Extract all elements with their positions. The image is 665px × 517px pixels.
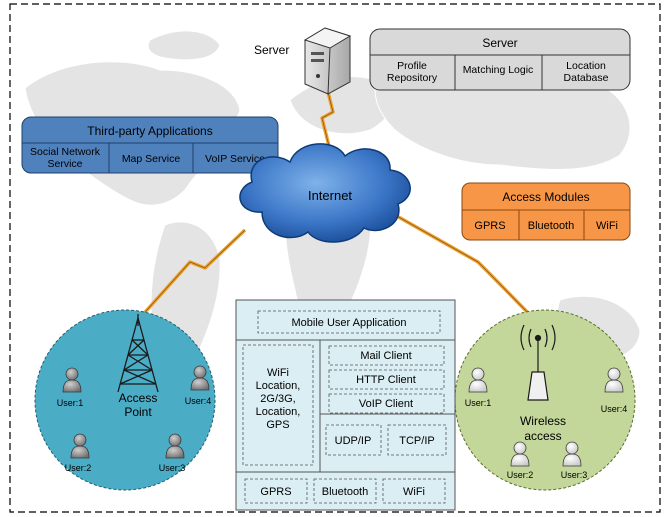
- server-icon-label: Server: [254, 43, 289, 57]
- server-panel-title: Server: [482, 36, 517, 50]
- wa-user-1-label: User:1: [465, 398, 492, 408]
- tower-icon: [117, 314, 159, 393]
- access-modules-panel: Access Modules GPRS Bluetooth WiFi: [461, 182, 631, 241]
- wa-user-4-label: User:4: [601, 404, 628, 414]
- mail-client: Mail Client: [360, 350, 411, 362]
- server-icon: [303, 27, 352, 95]
- udp-ip: UDP/IP: [335, 435, 372, 447]
- access-module-wifi: WiFi: [596, 220, 618, 232]
- radio-bluetooth: Bluetooth: [322, 486, 368, 498]
- access-module-bluetooth: Bluetooth: [528, 220, 574, 232]
- wa-user-2-label: User:2: [507, 470, 534, 480]
- internet-label: Internet: [308, 188, 352, 203]
- mobile-app-title: Mobile User Application: [292, 317, 407, 329]
- wa-user-3-label: User:3: [561, 470, 588, 480]
- server-cell-1: Matching Logic: [463, 64, 534, 76]
- access-module-gprs: GPRS: [474, 220, 505, 232]
- third-party-cell-2: VoIP Service: [205, 153, 265, 165]
- ap-user-1-label: User:1: [57, 398, 84, 408]
- third-party-cell-1: Map Service: [122, 153, 181, 165]
- ap-user-3-label: User:3: [159, 463, 186, 473]
- access-modules-title: Access Modules: [502, 190, 589, 204]
- ap-user-4-label: User:4: [185, 396, 212, 406]
- radio-gprs: GPRS: [260, 486, 291, 498]
- http-client: HTTP Client: [356, 374, 416, 386]
- ap-user-2-label: User:2: [65, 463, 92, 473]
- wireless-antenna-icon: [520, 324, 556, 401]
- voip-client: VoIP Client: [359, 398, 413, 410]
- tcp-ip: TCP/IP: [399, 435, 434, 447]
- outer-dashed-frame: [9, 3, 661, 513]
- internet-cloud: Internet: [239, 143, 411, 243]
- third-party-title: Third-party Applications: [87, 124, 212, 138]
- radio-wifi: WiFi: [403, 486, 425, 498]
- wireless-links: [136, 79, 539, 324]
